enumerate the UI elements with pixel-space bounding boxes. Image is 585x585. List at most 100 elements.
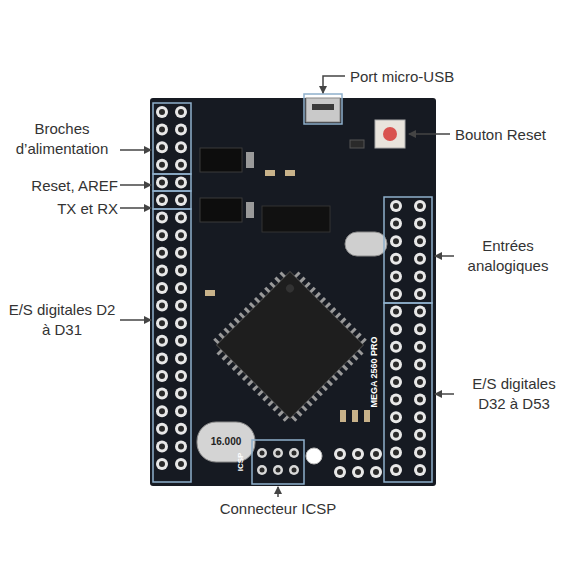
icsp-pin	[273, 448, 283, 458]
board-silkscreen: MEGA 2560 PRO	[369, 336, 379, 407]
usb-chip	[262, 206, 330, 232]
pin-hole	[175, 106, 187, 118]
callout-label-box: Entrées analogiques	[458, 236, 558, 275]
chip-pin	[327, 380, 333, 386]
pin-hole-center	[393, 344, 399, 350]
chip-pin	[278, 410, 284, 416]
leader-arrow	[435, 393, 454, 395]
pin-hole-center	[178, 179, 184, 185]
chip-pin	[269, 282, 275, 288]
smd-part	[364, 410, 370, 422]
chip-pin	[310, 287, 316, 293]
pin-hole-center	[178, 355, 184, 361]
pin-hole-center	[178, 320, 184, 326]
pin-hole-center	[417, 467, 423, 473]
pin-hole	[175, 229, 187, 241]
board-silkscreen-box: MEGA 2560 PRO	[370, 336, 379, 407]
chip-pin	[345, 322, 351, 328]
pin-hole	[175, 264, 187, 276]
pin-hole	[175, 159, 187, 171]
chip-pin	[279, 271, 285, 277]
pin-hole	[175, 317, 187, 329]
leader-arrow	[277, 487, 279, 497]
chip-pin	[228, 322, 234, 328]
chip-pin	[267, 400, 273, 406]
chip-pin	[247, 380, 253, 386]
pin-hole-center	[178, 232, 184, 238]
chip-pin	[306, 400, 312, 406]
leader-arrow	[435, 255, 454, 257]
analog-outline	[384, 197, 432, 303]
pin-hole	[390, 394, 402, 406]
pcb	[150, 98, 436, 486]
chip-pin	[227, 359, 233, 365]
smd-part	[340, 410, 346, 422]
pin-hole	[390, 288, 402, 300]
pin-hole-center	[159, 320, 165, 326]
pin-hole	[414, 235, 426, 247]
pin-hole	[414, 306, 426, 318]
pin-hole-center	[417, 273, 423, 279]
pin-hole	[414, 446, 426, 458]
crystal-marking-box: 16.000	[211, 437, 242, 447]
digital-left-outline	[153, 209, 191, 482]
pin-hole-center	[417, 326, 423, 332]
chip-pin	[239, 312, 245, 318]
pin-hole	[156, 370, 168, 382]
crystal	[345, 232, 387, 256]
chip-pin	[299, 277, 305, 283]
regulator-tab	[246, 202, 254, 218]
chip-pin	[222, 354, 228, 360]
pin-hole	[156, 247, 168, 259]
pin-hole	[390, 306, 402, 318]
pin-hole	[156, 194, 168, 206]
pin-hole-center	[373, 451, 379, 457]
chip-pin	[244, 307, 250, 313]
chip-pin	[357, 349, 363, 355]
chip-pin	[242, 375, 248, 381]
pin-hole	[390, 411, 402, 423]
regulator	[200, 198, 242, 222]
reset-button-body	[375, 120, 405, 148]
chip-pin	[283, 415, 289, 421]
pin-hole-center	[393, 432, 399, 438]
pin-hole-center	[417, 414, 423, 420]
regulator-tab	[246, 152, 254, 168]
pin-hole-center	[159, 426, 165, 432]
pin-hole	[334, 466, 346, 478]
pin-hole	[414, 200, 426, 212]
chip-pin	[294, 271, 300, 277]
smd-part	[205, 290, 215, 296]
pin-hole-center	[178, 443, 184, 449]
usb-outline	[304, 94, 342, 124]
pin-hole-center	[178, 162, 184, 168]
pin-hole	[175, 388, 187, 400]
pin-hole-center	[393, 291, 399, 297]
pin-hole	[175, 124, 187, 136]
pin-hole	[175, 370, 187, 382]
icsp-pin	[257, 448, 267, 458]
pin-hole-center	[178, 215, 184, 221]
pin-hole	[352, 466, 364, 478]
pin-hole-center	[393, 221, 399, 227]
reset-aref-outline	[153, 174, 191, 191]
callout-label-box: TX et RX	[6, 199, 118, 219]
chip-pin	[232, 365, 238, 371]
leader-arrow	[323, 76, 345, 93]
pin-hole-center	[159, 408, 165, 414]
chip-pin	[216, 349, 222, 355]
pin-hole-center	[178, 426, 184, 432]
pin-hole-center	[178, 303, 184, 309]
icsp-pin-center	[292, 451, 297, 456]
board-silkscreen: ICSP	[236, 453, 245, 472]
chip-pin	[218, 333, 224, 339]
pin-hole	[156, 300, 168, 312]
pin-hole	[175, 194, 187, 206]
pin-hole-center	[159, 267, 165, 273]
pin-hole	[390, 253, 402, 265]
leader-arrow	[409, 133, 450, 135]
regulator	[200, 148, 242, 172]
leader-arrows	[120, 76, 454, 497]
callout-label: Broches d’alimentation	[16, 120, 109, 157]
